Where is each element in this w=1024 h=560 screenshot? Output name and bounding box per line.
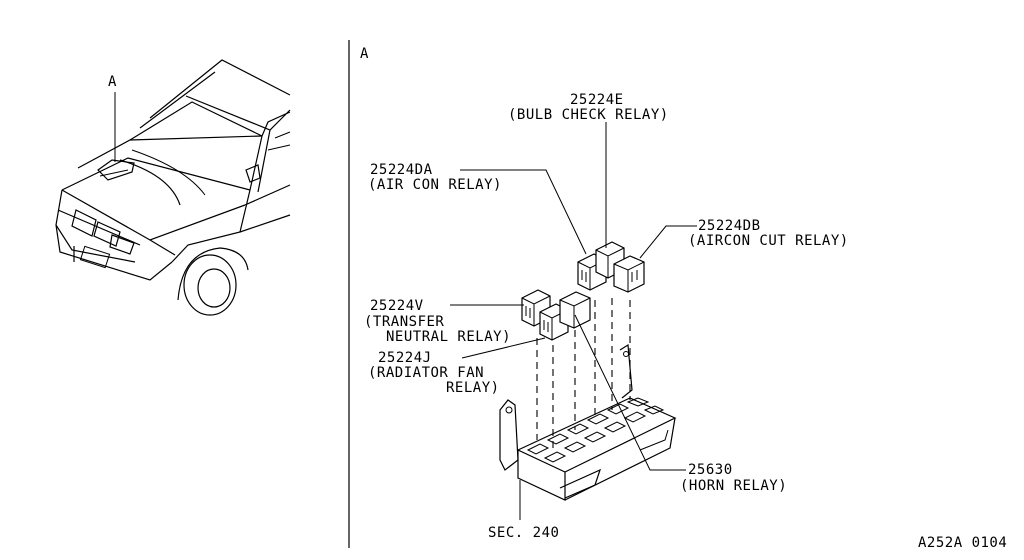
relay-aircon-cut (613, 255, 645, 293)
diagram-code: A252A 0104 (918, 535, 1007, 551)
part-number-horn: 25630 (688, 462, 733, 478)
part-name2-radiator-fan: RELAY) (446, 380, 500, 396)
part-number-transfer-neutral: 25224V (370, 298, 424, 314)
part-name-aircon-cut: (AIRCON CUT RELAY) (688, 233, 849, 249)
relay-horn (559, 291, 591, 329)
vehicle-callout-label: A (108, 74, 117, 90)
view-a-label: A (360, 46, 369, 62)
part-number-aircon-cut: 25224DB (698, 218, 761, 234)
part-number-air-con: 25224DA (370, 162, 433, 178)
relay-box-drawing (499, 241, 677, 501)
leader-lines (450, 122, 697, 520)
part-name-air-con: (AIR CON RELAY) (368, 177, 502, 193)
part-number-bulb-check: 25224E (570, 92, 624, 108)
part-name-radiator-fan: (RADIATOR FAN (368, 365, 484, 381)
part-number-radiator-fan: 25224J (378, 350, 432, 366)
vehicle-drawing (55, 59, 291, 316)
section-reference: SEC. 240 (488, 525, 559, 541)
part-name-bulb-check: (BULB CHECK RELAY) (508, 107, 669, 123)
part-name-horn: (HORN RELAY) (680, 478, 787, 494)
part-name-transfer-neutral: (TRANSFER (364, 314, 444, 330)
part-name2-transfer-neutral: NEUTRAL RELAY) (386, 329, 511, 345)
